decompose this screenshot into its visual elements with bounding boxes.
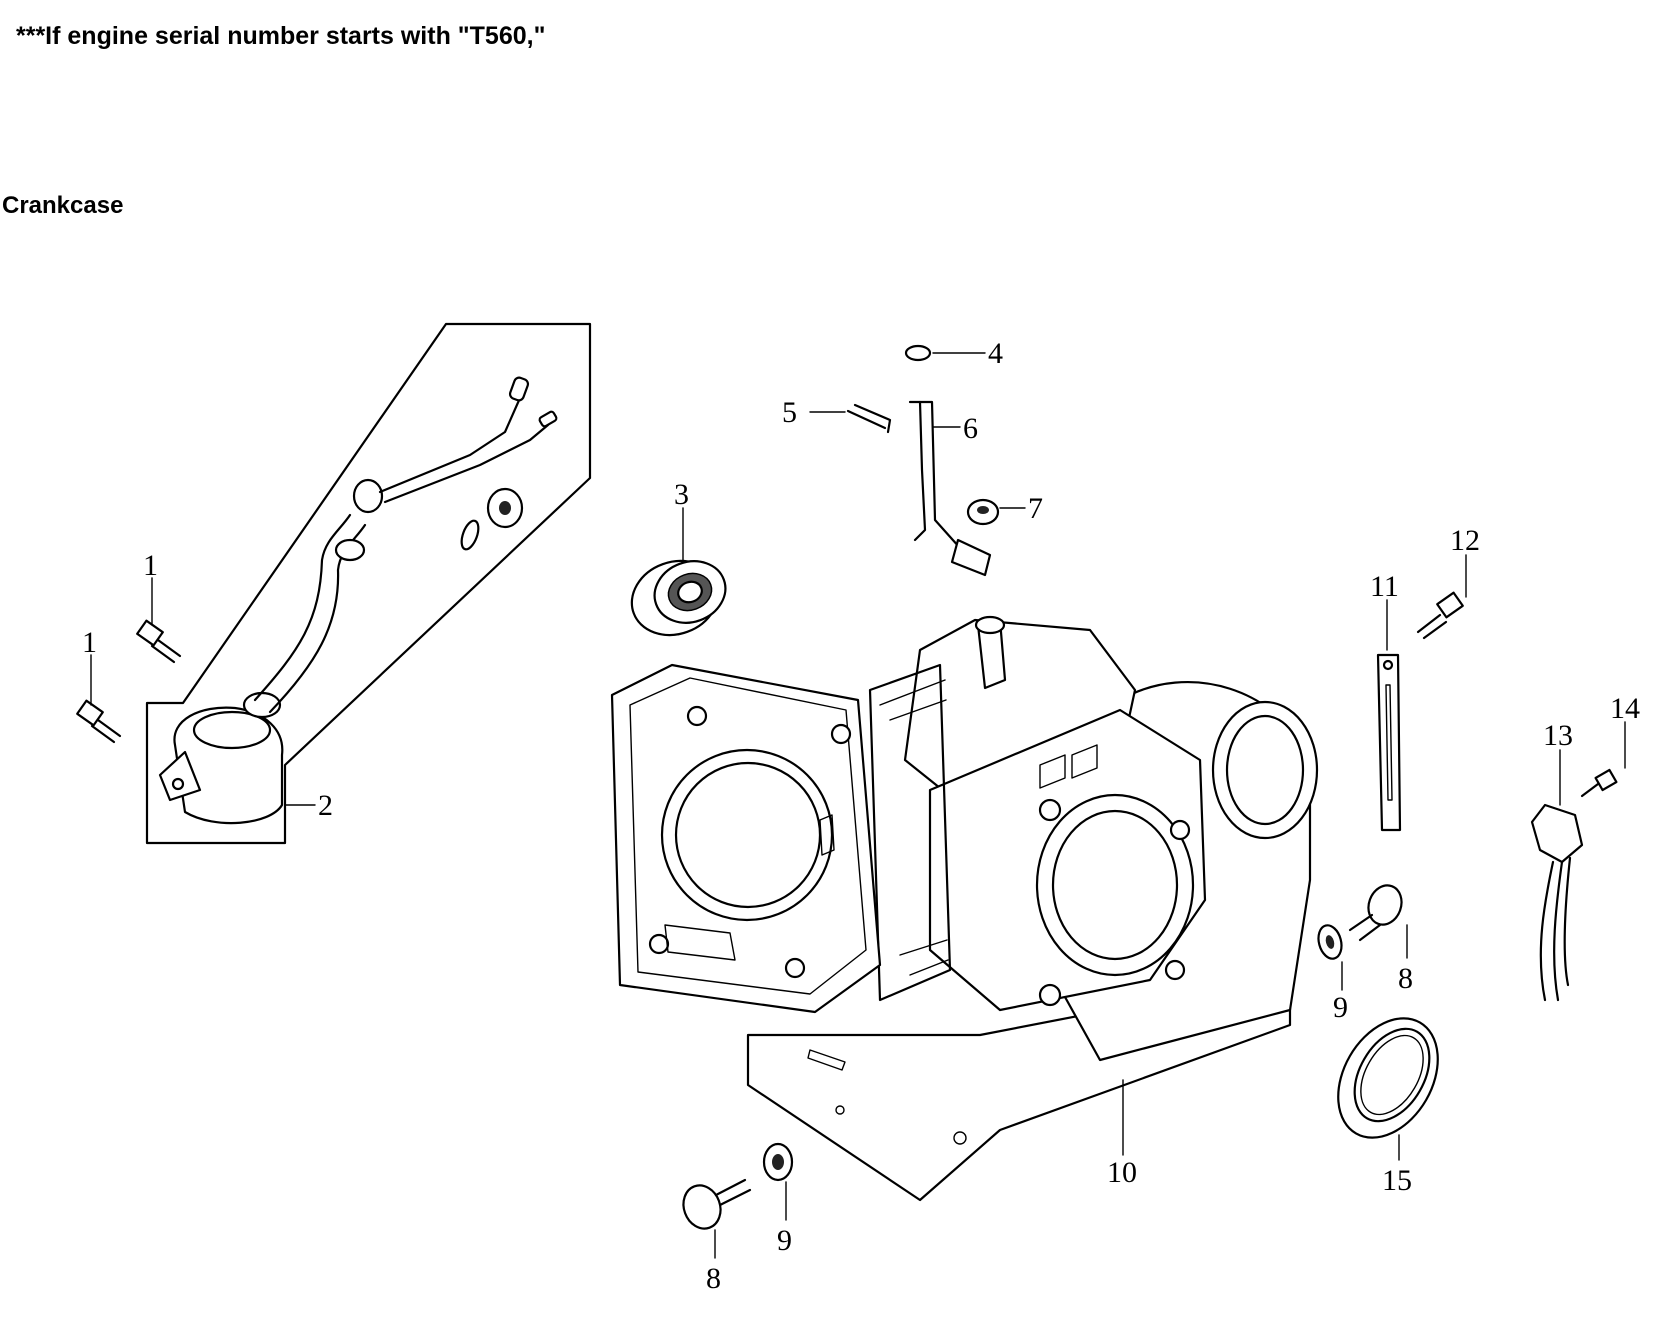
callout-labels: 1 1 2 3 4 5 6 7 8 8 9 9 10 11 12 13 14 1…: [82, 337, 1640, 1295]
callout-13: 13: [1543, 719, 1573, 752]
bolt-14: [1580, 768, 1618, 798]
oil-alert-sensor-assembly: [145, 322, 592, 845]
crank-bore-inner: [1051, 809, 1179, 961]
callout-10: 10: [1107, 1156, 1137, 1189]
leader-lines: [90, 352, 1626, 1259]
callout-12: 12: [1450, 524, 1480, 557]
bolt-8-right: [1348, 884, 1403, 942]
breather-tube-6: [908, 400, 992, 577]
callout-14: 14: [1610, 692, 1640, 725]
callout-8-bottom: 8: [706, 1262, 721, 1295]
washer-9-bottom: [762, 1142, 794, 1182]
washer-4: [904, 344, 932, 362]
flange-hole: [171, 777, 185, 791]
bolt-1b: [76, 699, 122, 744]
wire-terminal-a: [508, 376, 530, 402]
callout-1-b: 1: [82, 626, 97, 659]
clip-5: [846, 403, 892, 434]
sensor-pipe: [253, 513, 352, 702]
sensor-flange: [158, 750, 202, 802]
callout-11: 11: [1370, 570, 1399, 603]
pipe-grommet: [352, 478, 384, 514]
sensor-top: [192, 710, 272, 750]
sensor-washer: [460, 519, 480, 551]
sensor-nut-hole: [499, 501, 511, 515]
callout-7: 7: [1028, 492, 1043, 525]
dipstick-11: [1376, 653, 1402, 832]
callout-8-right: 8: [1398, 962, 1413, 995]
ball-bearing: [630, 559, 727, 637]
sensor-13: [1530, 803, 1584, 1002]
nut-7: [966, 498, 1000, 526]
callout-4: 4: [988, 337, 1003, 370]
section-title: Crankcase: [2, 192, 124, 219]
assembly-frame: [145, 322, 592, 845]
oil-seal-15: [1337, 1017, 1439, 1139]
sensor-wire-b: [383, 423, 550, 504]
callout-3: 3: [674, 478, 689, 511]
washer-9-right: [1317, 924, 1343, 960]
bolt-12: [1416, 591, 1464, 640]
callout-1-a: 1: [143, 549, 158, 582]
callout-6: 6: [963, 412, 978, 445]
serial-number-note: ***If engine serial number starts with "…: [16, 22, 546, 50]
callout-2: 2: [318, 789, 333, 822]
callout-9-right: 9: [1333, 991, 1348, 1024]
sensor-fitting: [242, 691, 282, 719]
callout-5: 5: [782, 396, 797, 429]
bolt-8-bottom: [682, 1178, 752, 1230]
callout-15: 15: [1382, 1164, 1412, 1197]
cooling-fins: [868, 663, 952, 1002]
sensor-wire-a: [378, 396, 522, 494]
pipe-clip: [334, 538, 366, 562]
wire-terminal-b: [538, 410, 558, 428]
crankcase-body: [610, 615, 1319, 1202]
bolt-1a: [136, 619, 182, 664]
callout-9-bottom: 9: [777, 1224, 792, 1257]
